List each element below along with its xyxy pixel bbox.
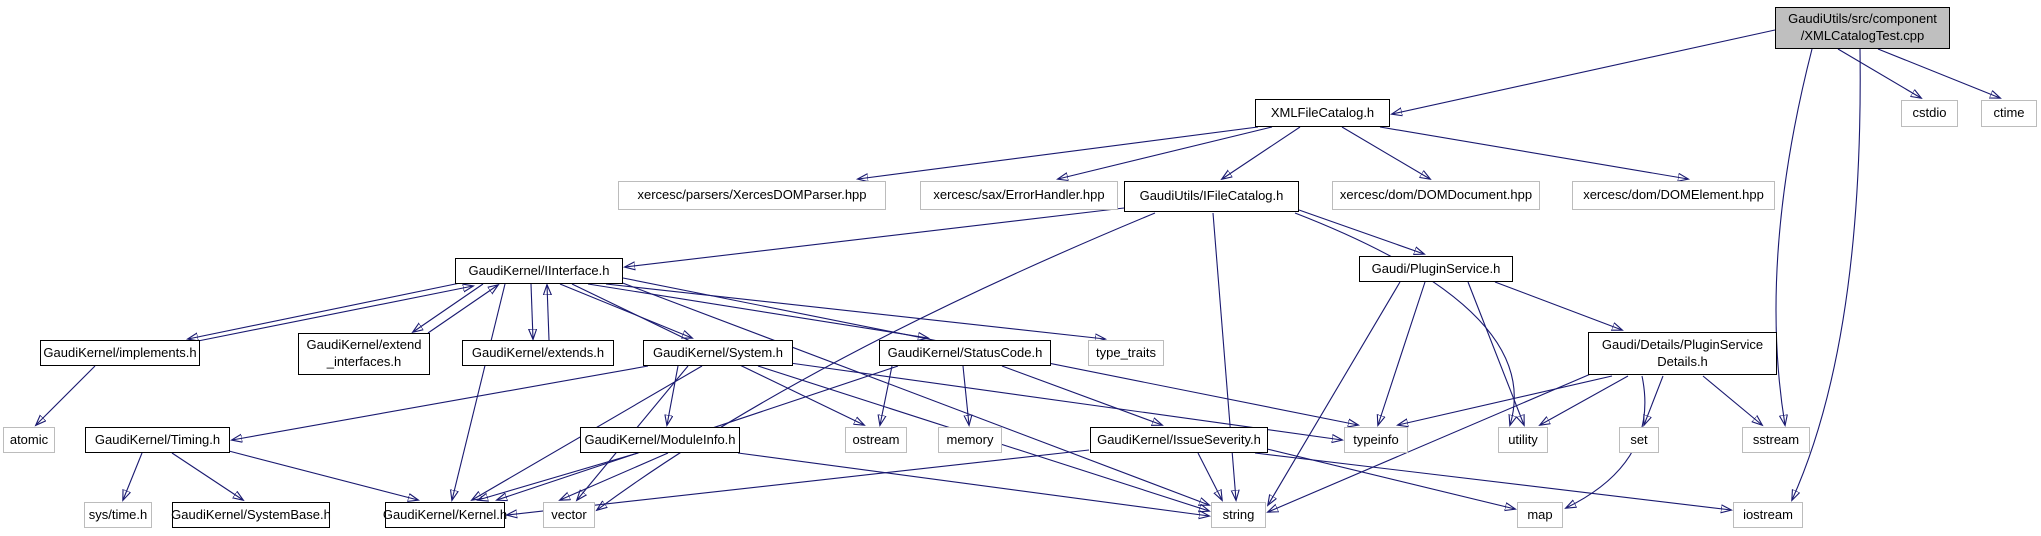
- edge-iinterface-string: [619, 281, 1209, 505]
- edge-psdetails-string: [1268, 372, 1594, 512]
- edge-pluginservice-psdetails: [1494, 281, 1622, 330]
- node-typeinfo: typeinfo: [1344, 427, 1408, 453]
- node-domdocument: xercesc/dom/DOMDocument.hpp: [1332, 181, 1540, 210]
- edge-iinterface-extends: [531, 283, 533, 339]
- node-vector: vector: [543, 502, 595, 528]
- edge-timing-systime: [123, 452, 143, 500]
- edge-statuscode-memory: [962, 365, 969, 425]
- edge-issueseverity-iostream: [1254, 452, 1731, 510]
- edge-xmlfile-domdocument: [1341, 126, 1430, 179]
- edge-ifilecatalog-iinterface: [625, 207, 1125, 267]
- edge-xmlfile-domelement: [1379, 126, 1688, 179]
- edge-issueseverity-string: [1197, 452, 1222, 500]
- node-ifilecatalog[interactable]: GaudiUtils/IFileCatalog.h: [1124, 181, 1299, 212]
- edge-statuscode-ostream: [880, 365, 893, 425]
- node-system[interactable]: GaudiKernel/System.h: [643, 340, 793, 366]
- node-implements[interactable]: GaudiKernel/implements.h: [40, 340, 200, 366]
- node-xmlfile[interactable]: XMLFileCatalog.h: [1255, 99, 1390, 127]
- edge-moduleinfo-string: [737, 452, 1209, 516]
- edge-main-xmlfile: [1392, 29, 1776, 114]
- edge-ifilecatalog-pluginservice: [1298, 209, 1424, 254]
- edge-pluginservice-utility: [1467, 281, 1524, 425]
- node-string: string: [1211, 502, 1266, 528]
- node-timing[interactable]: GaudiKernel/Timing.h: [85, 427, 230, 453]
- edge-ifilecatalog-utility: [1294, 212, 1514, 425]
- edge-ifilecatalog-vector: [597, 212, 1156, 510]
- edge-extendint-iinterface: [427, 285, 498, 334]
- edge-main-iostream: [1792, 48, 1861, 500]
- node-iinterface[interactable]: GaudiKernel/IInterface.h: [455, 258, 623, 284]
- node-ctime: ctime: [1981, 100, 2037, 127]
- edge-iinterface-statuscode: [587, 283, 928, 338]
- node-cstdio: cstdio: [1901, 100, 1958, 127]
- edge-iinterface-extendint: [413, 283, 484, 332]
- edge-implements-iinterface: [197, 286, 473, 342]
- edge-psdetails-typeinfo: [1398, 375, 1613, 425]
- edge-timing-kernel: [224, 449, 418, 500]
- node-issueseverity[interactable]: GaudiKernel/IssueSeverity.h: [1090, 427, 1268, 453]
- edge-pluginservice-string: [1268, 281, 1401, 505]
- edge-iinterface-system: [559, 283, 692, 338]
- node-kernel[interactable]: GaudiKernel/Kernel.h: [383, 502, 507, 528]
- node-systembase[interactable]: GaudiKernel/SystemBase.h: [171, 502, 331, 528]
- edge-system-moduleinfo: [667, 365, 679, 425]
- node-domelement: xercesc/dom/DOMElement.hpp: [1572, 181, 1775, 210]
- edge-pluginservice-typeinfo: [1378, 281, 1426, 425]
- edge-psdetails-utility: [1540, 375, 1629, 425]
- edge-main-cstdio: [1837, 48, 1921, 98]
- node-xercesdom: xercesc/parsers/XercesDOMParser.hpp: [618, 181, 886, 210]
- node-statuscode[interactable]: GaudiKernel/StatusCode.h: [879, 340, 1051, 366]
- node-map: map: [1517, 502, 1563, 528]
- edge-iinterface-typetraits: [605, 283, 1105, 339]
- edge-implements-atomic: [36, 365, 96, 425]
- edge-system-timing: [232, 365, 649, 440]
- node-systime: sys/time.h: [84, 502, 152, 528]
- node-errorhandler: xercesc/sax/ErrorHandler.hpp: [920, 181, 1118, 210]
- node-utility: utility: [1498, 427, 1548, 453]
- edge-psdetails-sstream: [1702, 375, 1762, 425]
- node-atomic: atomic: [3, 427, 55, 453]
- edge-xmlfile-ifilecatalog: [1222, 126, 1301, 179]
- node-pluginservice[interactable]: Gaudi/PluginService.h: [1359, 256, 1513, 282]
- node-extendint[interactable]: GaudiKernel/extend _interfaces.h: [298, 333, 430, 375]
- edge-timing-systembase: [171, 452, 243, 500]
- edge-xmlfile-errorhandler: [1058, 126, 1273, 179]
- node-set: set: [1619, 427, 1659, 453]
- edge-statuscode-issueseverity: [1001, 365, 1162, 425]
- node-extends[interactable]: GaudiKernel/extends.h: [462, 340, 614, 366]
- node-typetraits: type_traits: [1088, 340, 1164, 366]
- node-main: GaudiUtils/src/component /XMLCatalogTest…: [1775, 7, 1950, 49]
- node-ostream: ostream: [845, 427, 907, 453]
- edge-moduleinfo-vector: [560, 452, 669, 500]
- edge-xmlfile-xercesdom: [858, 126, 1259, 179]
- edge-extends-iinterface: [547, 285, 549, 341]
- node-memory: memory: [938, 427, 1002, 453]
- node-iostream: iostream: [1733, 502, 1803, 528]
- edge-psdetails-set: [1644, 375, 1664, 425]
- edge-main-ctime: [1877, 48, 2000, 98]
- edge-issueseverity-kernel: [507, 449, 1090, 515]
- node-moduleinfo[interactable]: GaudiKernel/ModuleInfo.h: [580, 427, 740, 453]
- edge-iinterface-kernel: [452, 283, 506, 500]
- edge-iinterface-implements: [188, 281, 466, 339]
- edge-main-sstream: [1775, 48, 1813, 425]
- node-sstream: sstream: [1742, 427, 1810, 453]
- node-psdetails[interactable]: Gaudi/Details/PluginService Details.h: [1588, 332, 1777, 375]
